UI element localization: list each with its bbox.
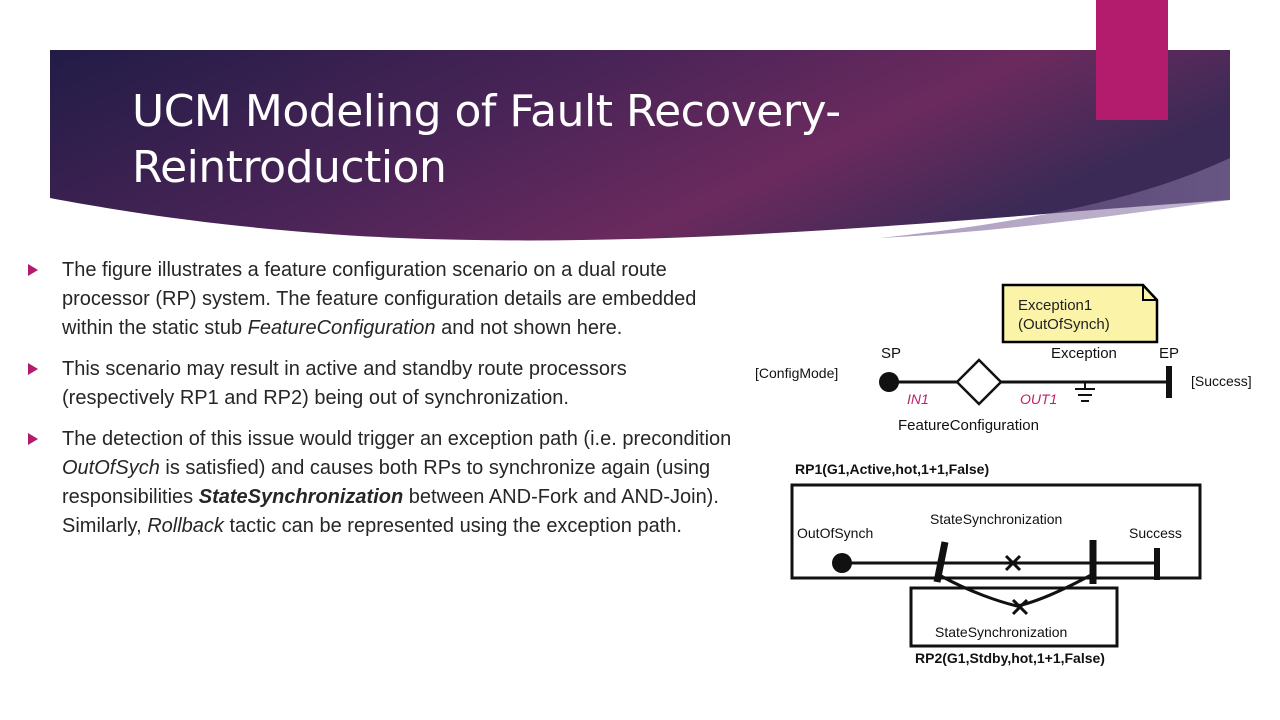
out-of-synch-start-point xyxy=(832,553,852,573)
bullet-text: between AND-Fork and AND-Join). Similarl… xyxy=(62,486,719,537)
bullet-text: is satisfied) and causes both RPs to syn… xyxy=(62,457,711,508)
bullet-text: The detection of this issue would trigge… xyxy=(62,428,732,450)
ground-icon xyxy=(1075,382,1095,402)
exception-label: Exception xyxy=(1051,345,1117,362)
title-banner xyxy=(50,50,1230,241)
note-line-1: Exception1 xyxy=(1018,297,1092,314)
accent-bar xyxy=(1096,0,1168,120)
bullet-text: The figure illustrates a feature configu… xyxy=(62,259,697,339)
in1-label: IN1 xyxy=(907,391,929,407)
state-sync-bottom-label: StateSynchronization xyxy=(935,624,1067,640)
exception-note: Exception1 (OutOfSynch) xyxy=(1001,283,1159,344)
bullet-text-italic: FeatureConfiguration xyxy=(247,317,436,339)
bullet-text: This scenario may result in active and s… xyxy=(62,358,627,409)
title-line-1: UCM Modeling of Fault Recovery- xyxy=(132,86,841,137)
rp1-label: RP1(G1,Active,hot,1+1,False) xyxy=(795,461,989,477)
stub-name-label: FeatureConfiguration xyxy=(898,417,1039,434)
triangle-bullet-icon xyxy=(28,264,38,276)
start-point-label: SP xyxy=(881,345,901,362)
rp2-component xyxy=(909,586,1119,648)
and-fork-bar xyxy=(933,541,949,583)
success-precondition-label: [Success] xyxy=(1191,373,1252,389)
bullet-item: The figure illustrates a feature configu… xyxy=(26,256,740,343)
out-of-synch-label: OutOfSynch xyxy=(797,525,873,541)
state-sync-top-label: StateSynchronization xyxy=(930,511,1062,527)
end-point-label: EP xyxy=(1159,345,1179,362)
triangle-bullet-icon xyxy=(28,433,38,445)
bullet-text: tactic can be represented using the exce… xyxy=(223,515,682,537)
bullet-item: This scenario may result in active and s… xyxy=(26,355,740,413)
bullet-text: and not shown here. xyxy=(435,317,623,339)
bullet-text-bold-italic: StateSynchronization xyxy=(198,486,404,508)
static-stub xyxy=(955,358,1003,406)
note-line-2: (OutOfSynch) xyxy=(1018,316,1110,333)
responsibility-bottom-x-icon xyxy=(1011,598,1029,616)
success-label: Success xyxy=(1129,525,1182,541)
bullet-text-italic: Rollback xyxy=(147,515,224,537)
triangle-bullet-icon xyxy=(28,363,38,375)
title-line-2: Reintroduction xyxy=(132,142,447,193)
responsibility-top-x-icon xyxy=(1004,554,1022,572)
bullet-item: The detection of this issue would trigge… xyxy=(26,425,740,541)
rp2-label: RP2(G1,Stdby,hot,1+1,False) xyxy=(915,650,1105,666)
out1-label: OUT1 xyxy=(1020,391,1057,407)
config-mode-label: [ConfigMode] xyxy=(755,365,838,381)
bullet-text-italic: OutOfSych xyxy=(62,457,160,479)
slide-title: UCM Modeling of Fault Recovery- Reintrod… xyxy=(132,84,1032,196)
start-point xyxy=(879,372,899,392)
bullet-list: The figure illustrates a feature configu… xyxy=(26,256,740,553)
ucm-diagram: Exception1 (OutOfSynch) SP Exception EP … xyxy=(755,283,1252,666)
